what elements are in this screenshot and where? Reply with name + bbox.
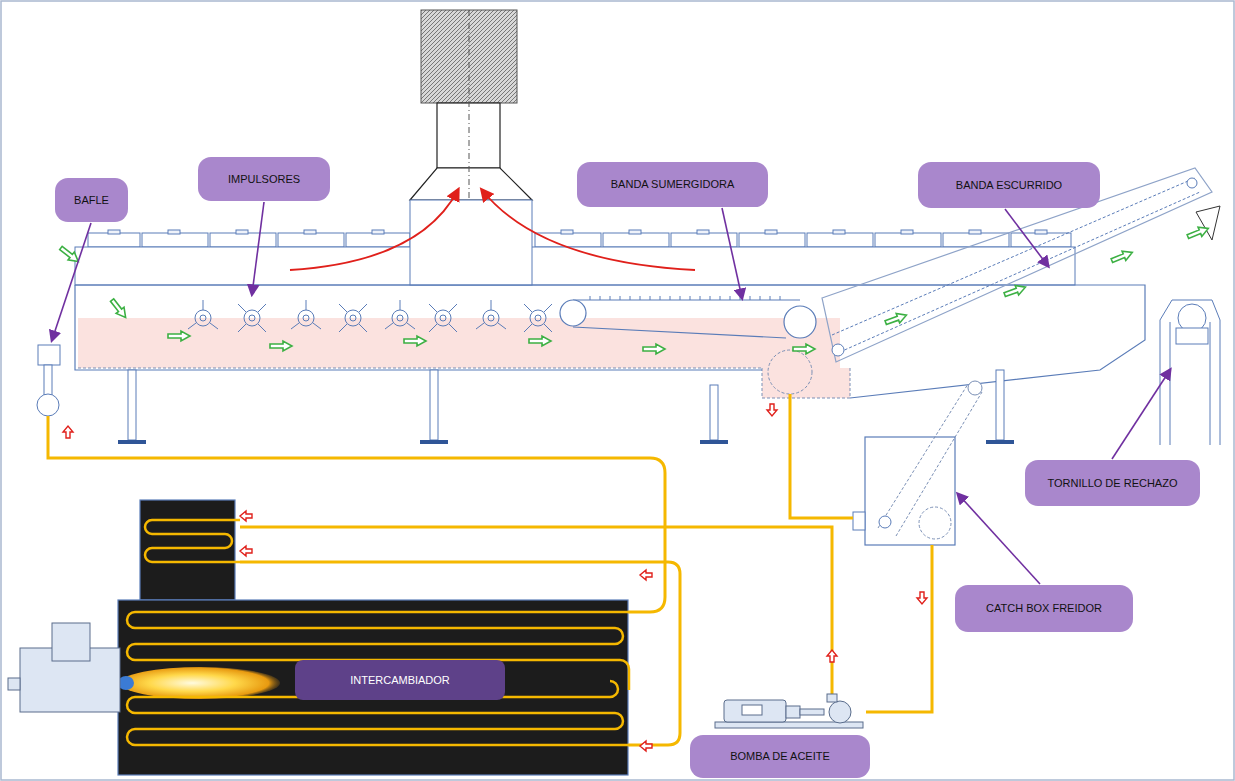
- label-box: BANDA SUMERGIDORA: [577, 162, 768, 207]
- label-text: TORNILLO DE RECHAZO: [1048, 477, 1178, 490]
- label-text: IMPULSORES: [228, 173, 300, 186]
- label-box: IMPULSORES: [198, 157, 330, 201]
- label-text: BOMBA DE ACEITE: [730, 750, 830, 763]
- label-box: BANDA ESCURRIDO: [918, 162, 1100, 208]
- label-box: CATCH BOX FREIDOR: [955, 585, 1133, 632]
- label-text: BANDA SUMERGIDORA: [611, 178, 734, 191]
- label-text: CATCH BOX FREIDOR: [986, 602, 1102, 615]
- label-box: BAFLE: [55, 178, 128, 222]
- label-box: INTERCAMBIADOR: [295, 660, 505, 700]
- label-text: INTERCAMBIADOR: [350, 674, 450, 687]
- label-box: BOMBA DE ACEITE: [690, 735, 870, 778]
- label-text: BANDA ESCURRIDO: [956, 179, 1062, 192]
- label-box: TORNILLO DE RECHAZO: [1025, 460, 1200, 506]
- label-text: BAFLE: [74, 194, 109, 207]
